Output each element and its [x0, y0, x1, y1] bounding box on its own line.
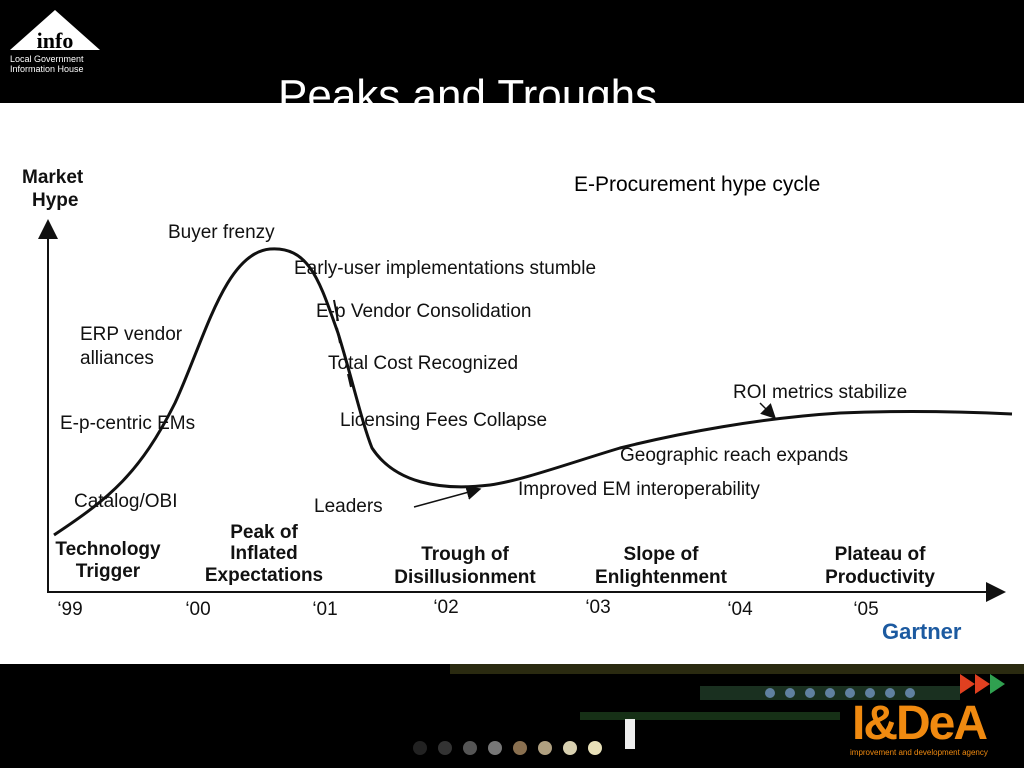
label-buyer-frenzy: Buyer frenzy	[168, 222, 275, 243]
info-logo-icon: info	[10, 10, 100, 53]
label-tick	[333, 299, 339, 322]
label-erp-line1: ERP vendor	[80, 324, 183, 345]
idea-logo: I&DeA	[852, 697, 988, 750]
label-catalog: Catalog/OBI	[74, 491, 178, 512]
label-total-cost: Total Cost Recognized	[328, 353, 518, 374]
logo-line1: Local Government	[10, 54, 84, 64]
x-tick-label: ‘00	[185, 599, 210, 620]
logo-line2: Information House	[10, 64, 84, 74]
source-gartner: Gartner	[882, 619, 962, 644]
label-tick	[336, 327, 341, 344]
label-improved-em: Improved EM interoperability	[518, 479, 760, 500]
slide-footer	[0, 664, 1024, 768]
leaders-arrow	[413, 485, 482, 508]
hype-cycle-diagram: Market Hype Buyer frenzy Early-user impl…	[22, 167, 1013, 644]
label-tick	[347, 373, 352, 388]
phase-4-line2: Enlightenment	[595, 567, 728, 588]
x-tick-label: ‘03	[585, 597, 610, 618]
phase-5-line1: Plateau of	[835, 544, 926, 565]
footer-decoration-icon	[413, 664, 1024, 755]
label-erp-line2: alliances	[80, 348, 154, 369]
slide-header: info Local Government Information House …	[0, 0, 1024, 103]
x-tick-label: ‘99	[57, 599, 82, 620]
x-tick-label: ‘01	[312, 599, 337, 620]
roi-arrow	[759, 402, 777, 420]
phase-4-line1: Slope of	[624, 544, 700, 565]
label-early-user: Early-user implementations stumble	[294, 258, 596, 279]
hype-curve	[53, 247, 1013, 537]
x-tick-label: ‘02	[433, 597, 458, 618]
x-tick-label: ‘04	[727, 599, 753, 620]
phase-2-line3: Expectations	[205, 565, 323, 586]
x-tick-label: ‘05	[853, 599, 878, 620]
page-title: Peaks and Troughs	[278, 71, 658, 103]
idea-tagline: improvement and development agency	[850, 748, 988, 757]
logo-caption: Local Government Information House	[10, 54, 84, 74]
logo-word: info	[37, 28, 74, 53]
y-axis-title-line2: Hype	[32, 190, 78, 211]
label-licensing-fees: Licensing Fees Collapse	[340, 410, 547, 431]
hype-cycle-slide: E-Procurement hype cycle Market Hype Buy…	[0, 103, 1024, 664]
phase-1-line2: Trigger	[76, 561, 141, 582]
phase-2-line1: Peak of	[230, 522, 298, 543]
label-geographic: Geographic reach expands	[620, 445, 848, 466]
phase-2-line2: Inflated	[230, 543, 298, 564]
diagram-subtitle: E-Procurement hype cycle	[574, 173, 821, 196]
label-leaders: Leaders	[314, 496, 383, 517]
phase-5-line2: Productivity	[825, 567, 935, 588]
y-axis-title-line1: Market	[22, 167, 84, 188]
label-vendor-consolidation: E-p Vendor Consolidation	[316, 301, 531, 322]
label-roi: ROI metrics stabilize	[733, 382, 907, 403]
phase-3-line1: Trough of	[421, 544, 509, 565]
phase-1-line1: Technology	[55, 539, 161, 560]
label-ep-centric: E-p-centric EMs	[60, 413, 195, 434]
phase-3-line2: Disillusionment	[394, 567, 536, 588]
